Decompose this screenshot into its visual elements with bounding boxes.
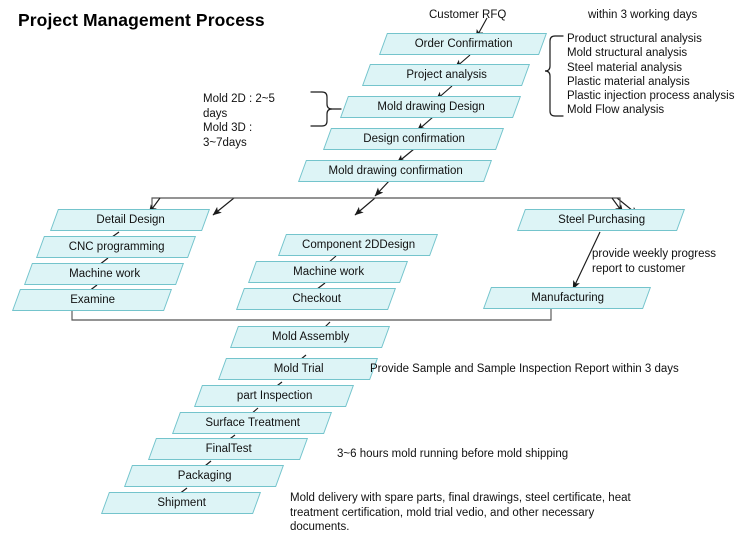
node-label: Machine work [69, 268, 141, 280]
node-label: Steel Purchasing [558, 214, 646, 226]
node-label: FinalTest [205, 443, 252, 455]
node-examine[interactable]: Examine [11, 289, 173, 311]
node-label: Design confirmation [363, 133, 465, 145]
node-label: Mold Assembly [271, 331, 350, 343]
node-label: CNC programming [68, 241, 165, 253]
node-checkout[interactable]: Checkout [235, 288, 397, 310]
node-label: Shipment [157, 497, 206, 509]
node-part-inspection[interactable]: part Inspection [193, 385, 355, 407]
node-label: Surface Treatment [205, 417, 300, 429]
node-label: Manufacturing [531, 292, 605, 304]
node-label: Detail Design [96, 214, 165, 226]
node-label: Mold drawing Design [377, 101, 485, 113]
note-customer-rfq: Customer RFQ [429, 9, 507, 21]
node-design-confirmation[interactable]: Design confirmation [322, 128, 505, 150]
note-sample-inspection-report: Provide Sample and Sample Inspection Rep… [370, 363, 679, 375]
note-mold-delivery-contents: Mold delivery with spare parts, final dr… [290, 492, 631, 533]
node-label: Mold Trial [273, 363, 324, 375]
node-component-2d-design[interactable]: Component 2DDesign [277, 234, 439, 256]
node-mold-assembly[interactable]: Mold Assembly [229, 326, 391, 348]
node-mold-drawing-design[interactable]: Mold drawing Design [339, 96, 522, 118]
node-project-analysis[interactable]: Project analysis [361, 64, 531, 86]
node-final-test[interactable]: FinalTest [147, 438, 309, 460]
node-shipment[interactable]: Shipment [100, 492, 262, 514]
node-label: Order Confirmation [414, 38, 513, 50]
node-label: Project analysis [406, 69, 487, 81]
node-machine-work-mid[interactable]: Machine work [247, 261, 409, 283]
note-weekly-progress-report: provide weekly progress report to custom… [592, 248, 717, 275]
node-cnc-programming[interactable]: CNC programming [35, 236, 197, 258]
node-label: Checkout [292, 293, 341, 305]
analysis-items-list: Product structural analysis Mold structu… [567, 33, 735, 117]
node-order-confirmation[interactable]: Order Confirmation [378, 33, 548, 55]
node-label: Examine [70, 294, 116, 306]
node-detail-design[interactable]: Detail Design [49, 209, 211, 231]
node-steel-purchasing[interactable]: Steel Purchasing [516, 209, 686, 231]
node-manufacturing[interactable]: Manufacturing [482, 287, 652, 309]
node-label: Mold drawing confirmation [328, 165, 463, 177]
node-label: Machine work [293, 266, 365, 278]
note-mold-2d-3d-time: Mold 2D : 2~5 days Mold 3D : 3~7days [203, 93, 275, 149]
node-mold-drawing-confirmation[interactable]: Mold drawing confirmation [297, 160, 493, 182]
node-machine-work-left[interactable]: Machine work [23, 263, 185, 285]
node-packaging[interactable]: Packaging [123, 465, 285, 487]
note-within-3-working-days: within 3 working days [588, 9, 698, 21]
note-mold-running-hours: 3~6 hours mold running before mold shipp… [337, 448, 569, 460]
node-label: Packaging [177, 470, 232, 482]
node-label: Component 2DDesign [302, 239, 416, 251]
node-surface-treatment[interactable]: Surface Treatment [171, 412, 333, 434]
node-mold-trial[interactable]: Mold Trial [217, 358, 379, 380]
page-title: Project Management Process [18, 10, 265, 30]
node-label: part Inspection [236, 390, 313, 402]
